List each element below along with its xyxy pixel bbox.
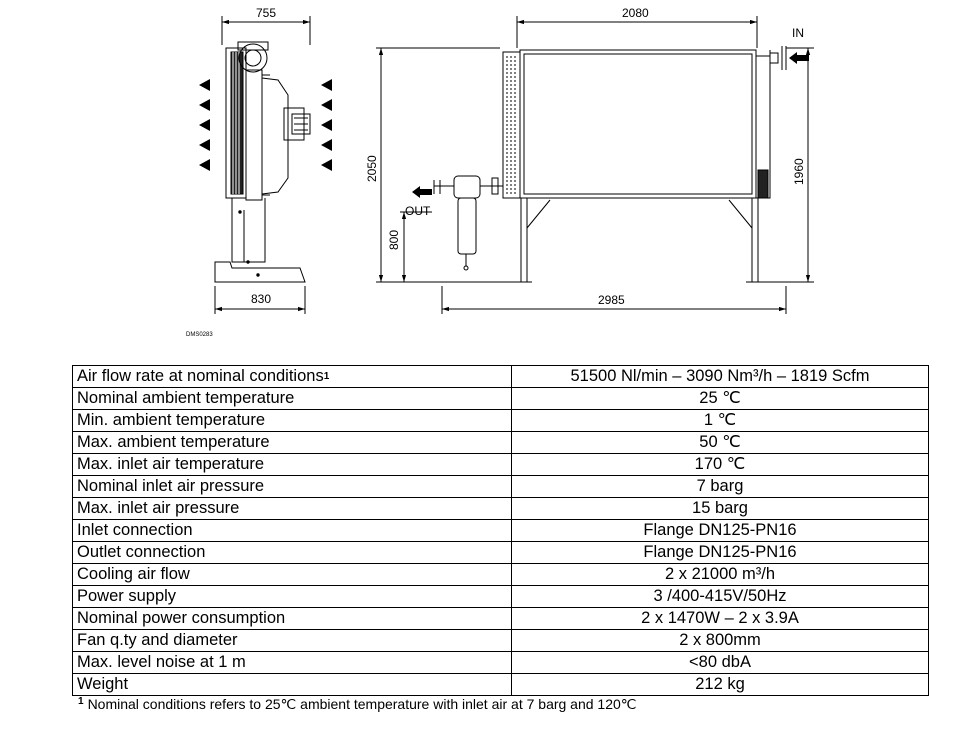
param-label: Nominal power consumption [77, 609, 286, 627]
dim-outlet-height: 800 [387, 230, 401, 250]
outlet-label: OUT [405, 204, 431, 218]
table-row: Min. ambient temperature 1 ℃ [72, 409, 929, 432]
value-cell: 7 barg [511, 475, 929, 498]
param-cell: Fan q.ty and diameter [72, 629, 512, 652]
dim-side-base: 830 [251, 292, 271, 306]
dim-front-width: 2080 [622, 6, 649, 20]
value-cell: Flange DN125-PN16 [511, 541, 929, 564]
param-cell: Max. inlet air temperature [72, 453, 512, 476]
param-cell: Power supply [72, 585, 512, 608]
param-cell: Max. inlet air pressure [72, 497, 512, 520]
value-cell: Flange DN125-PN16 [511, 519, 929, 542]
inlet-label: IN [792, 26, 804, 40]
table-row: Max. inlet air temperature 170 ℃ [72, 453, 929, 476]
value-cell: 170 ℃ [511, 453, 929, 476]
value-cell: 50 ℃ [511, 431, 929, 454]
value-cell: 3 /400-415V/50Hz [511, 585, 929, 608]
param-cell: Outlet connection [72, 541, 512, 564]
table-row: Power supply 3 /400-415V/50Hz [72, 585, 929, 608]
param-cell: Cooling air flow [72, 563, 512, 586]
drawing-code: DMS0283 [186, 332, 213, 338]
param-label: Max. inlet air temperature [77, 455, 265, 473]
param-label: Outlet connection [77, 543, 206, 561]
param-label: Max. inlet air pressure [77, 499, 240, 517]
param-cell: Air flow rate at nominal conditions1 [72, 365, 512, 388]
param-label: Min. ambient temperature [77, 411, 266, 429]
table-row: Max. level noise at 1 m <80 dbA [72, 651, 929, 674]
param-label: Power supply [77, 587, 177, 605]
table-row: Cooling air flow 2 x 21000 m³/h [72, 563, 929, 586]
value-cell: 51500 Nl/min – 3090 Nm³/h – 1819 Scfm [511, 365, 929, 388]
value-cell: 2 x 1470W – 2 x 3.9A [511, 607, 929, 630]
param-label: Air flow rate at nominal conditions [77, 367, 324, 385]
table-row: Fan q.ty and diameter 2 x 800mm [72, 629, 929, 652]
param-cell: Min. ambient temperature [72, 409, 512, 432]
value-cell: 1 ℃ [511, 409, 929, 432]
side-view [214, 16, 311, 314]
value-cell: 212 kg [511, 673, 929, 696]
param-cell: Nominal ambient temperature [72, 387, 512, 410]
value-cell: 15 barg [511, 497, 929, 520]
table-row: Nominal power consumption 2 x 1470W – 2 x… [72, 607, 929, 630]
param-label: Nominal ambient temperature [77, 389, 295, 407]
param-cell: Nominal power consumption [72, 607, 512, 630]
param-cell: Max. ambient temperature [72, 431, 512, 454]
footnote-ref: 1 [323, 371, 330, 382]
param-cell: Inlet connection [72, 519, 512, 542]
dim-total-height: 2050 [365, 155, 379, 182]
table-row: Outlet connection Flange DN125-PN16 [72, 541, 929, 564]
table-row: Nominal inlet air pressure 7 barg [72, 475, 929, 498]
value-cell: 2 x 21000 m³/h [511, 563, 929, 586]
param-label: Max. level noise at 1 m [77, 653, 246, 671]
table-row: Max. inlet air pressure 15 barg [72, 497, 929, 520]
table-row: Max. ambient temperature 50 ℃ [72, 431, 929, 454]
dim-side-width: 755 [256, 6, 276, 20]
param-label: Cooling air flow [77, 565, 190, 583]
param-label: Inlet connection [77, 521, 193, 539]
param-label: Weight [77, 675, 129, 693]
param-cell: Weight [72, 673, 512, 696]
param-label: Nominal inlet air pressure [77, 477, 265, 495]
dim-total-length: 2985 [598, 293, 625, 307]
param-cell: Max. level noise at 1 m [72, 651, 512, 674]
table-row: Weight 212 kg [72, 673, 929, 696]
value-cell: 2 x 800mm [511, 629, 929, 652]
param-label: Max. ambient temperature [77, 433, 270, 451]
footnote-text: Nominal conditions refers to 25℃ ambient… [87, 696, 637, 712]
value-cell: <80 dbA [511, 651, 929, 674]
dim-body-height: 1960 [792, 158, 806, 185]
technical-drawing: 755 830 2080 2985 2050 800 1960 IN OUT D… [186, 6, 814, 338]
value-cell: 25 ℃ [511, 387, 929, 410]
param-label: Fan q.ty and diameter [77, 631, 238, 649]
airflow-arrows [199, 79, 332, 171]
param-cell: Nominal inlet air pressure [72, 475, 512, 498]
flow-arrows [412, 52, 809, 198]
footnote-marker: 1 [78, 696, 84, 707]
table-row: Inlet connection Flange DN125-PN16 [72, 519, 929, 542]
front-view [376, 16, 814, 314]
table-row: Nominal ambient temperature 25 ℃ [72, 387, 929, 410]
